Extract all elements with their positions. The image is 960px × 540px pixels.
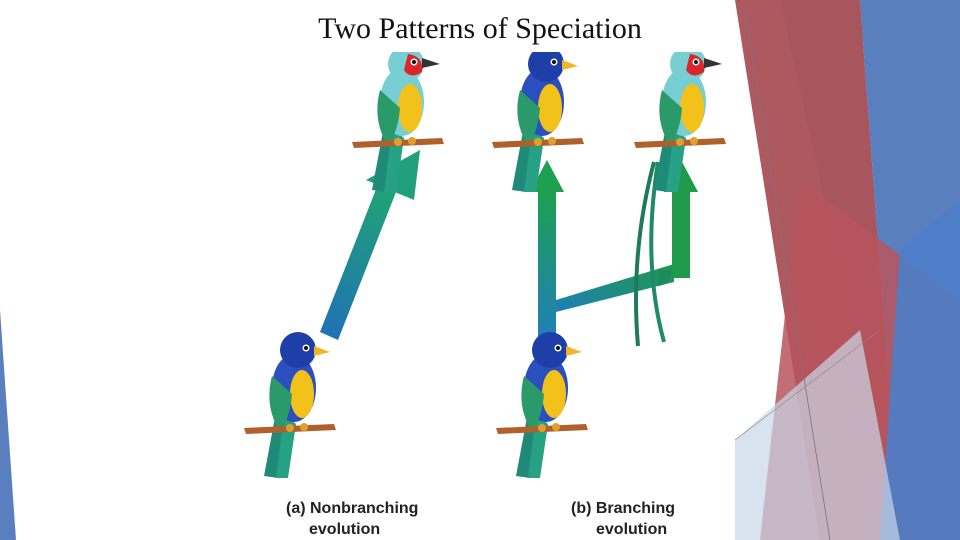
nonbranching-arrow-icon	[320, 150, 420, 340]
caption-branching-line1: (b) Branching	[571, 500, 675, 517]
caption-branching: (b) Branching evolution	[571, 498, 675, 540]
decorative-shape-left	[0, 310, 16, 540]
caption-nonbranching-line1: (a) Nonbranching	[286, 500, 419, 517]
long-tail-feathers	[634, 161, 666, 347]
branching-arrow-icon	[530, 160, 698, 340]
caption-nonbranching-line2: evolution	[309, 521, 381, 538]
speciation-diagram	[244, 52, 726, 478]
bird-blue-icon	[492, 52, 584, 192]
caption-nonbranching: (a) Nonbranching evolution	[286, 498, 418, 540]
slide-title: Two Patterns of Speciation	[318, 12, 642, 45]
bird-blue-icon	[496, 332, 588, 478]
caption-branching-line2: evolution	[596, 521, 668, 538]
bird-teal-icon	[634, 52, 726, 192]
bird-blue-icon	[244, 332, 336, 478]
bird-teal-icon	[352, 52, 444, 192]
